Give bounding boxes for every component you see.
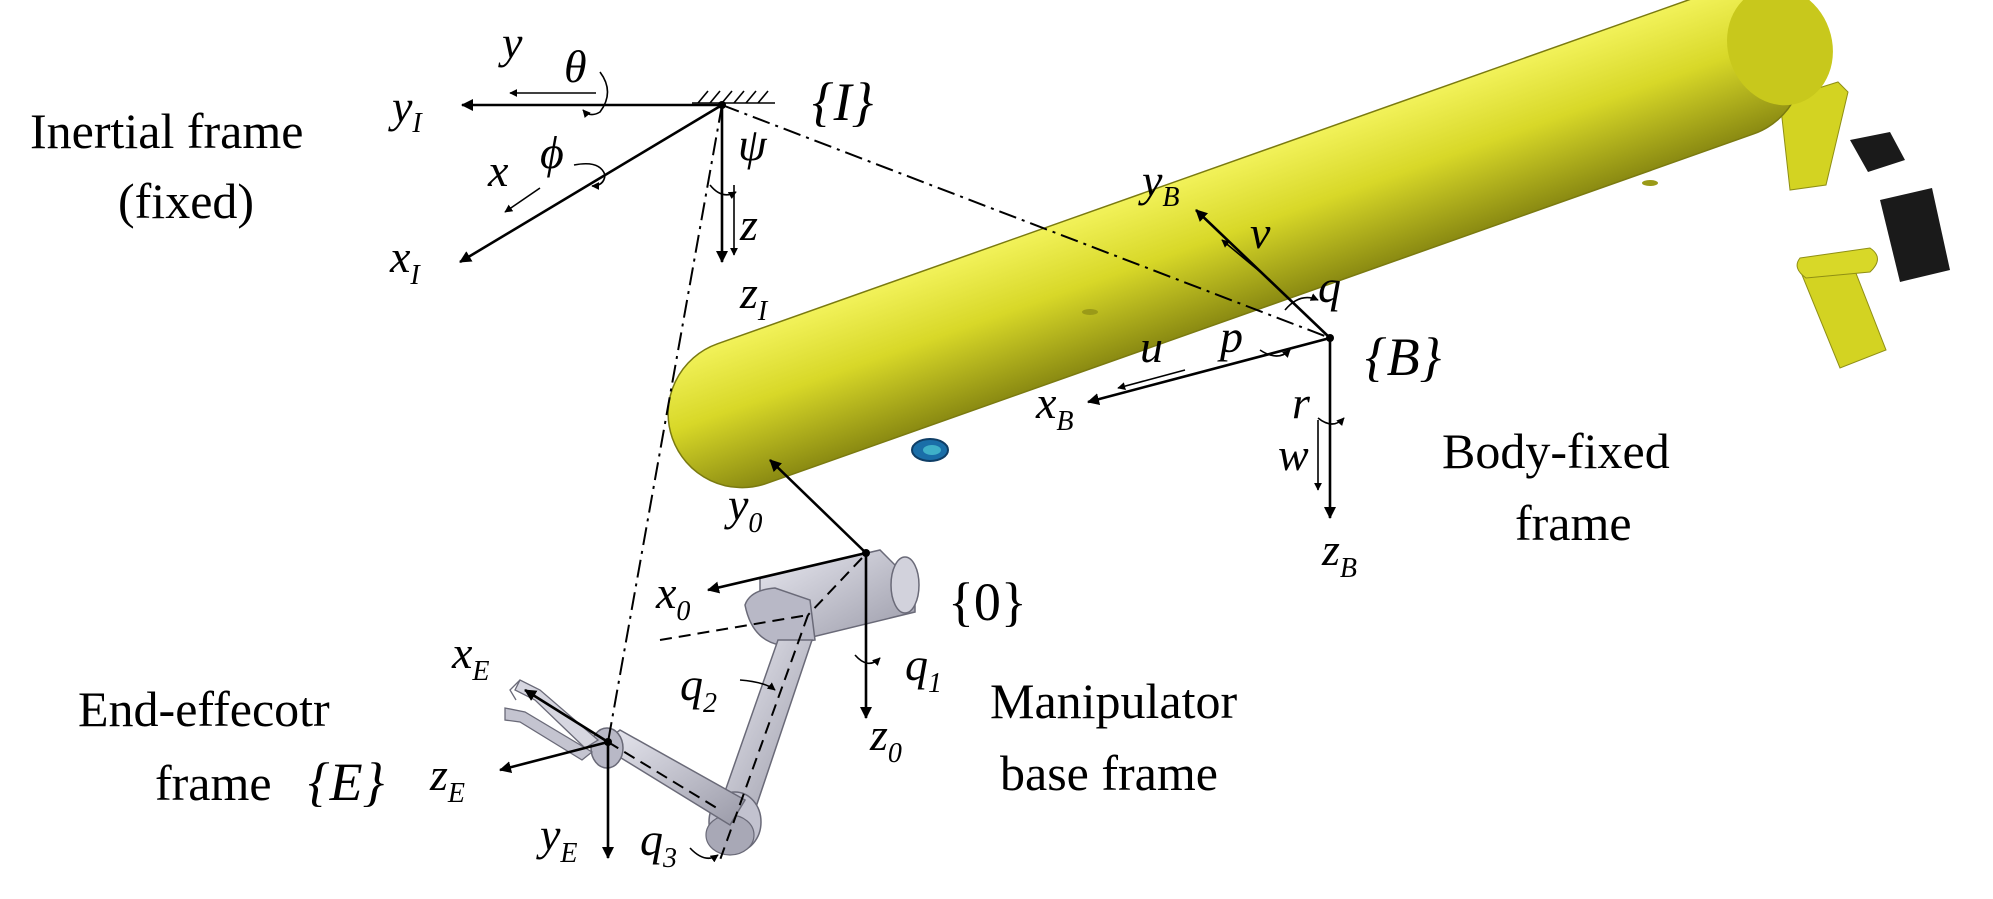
r-label: r — [1292, 377, 1311, 428]
w-label: w — [1278, 429, 1309, 480]
frame-inertial-label: {I} — [812, 72, 874, 132]
manip-caption-1: Manipulator — [990, 673, 1238, 729]
ee-caption-1: End-effecotr — [78, 681, 330, 737]
base-y-label: y0 — [724, 479, 762, 539]
small-x-label: x — [487, 145, 509, 196]
psi-label: ψ — [738, 119, 768, 170]
body-z-label: zB — [1321, 524, 1357, 584]
ee-y-label: yE — [536, 809, 578, 869]
theta-label: θ — [564, 41, 587, 92]
inertial-frame-axes — [459, 71, 775, 264]
ee-x-label: xE — [451, 627, 490, 687]
thruster-side — [1880, 188, 1950, 282]
inertial-x-label: xI — [389, 231, 421, 291]
body-frame-axes — [1087, 209, 1345, 519]
ee-z-label: zE — [429, 749, 465, 809]
body-x-label: xB — [1035, 377, 1074, 437]
small-z-label: z — [739, 199, 758, 250]
ee-caption-2: frame — [155, 755, 272, 811]
body-caption-1: Body-fixed — [1442, 423, 1670, 479]
base-frame-axes — [689, 459, 881, 863]
u-label: u — [1140, 321, 1163, 372]
inertial-z-label: zI — [739, 267, 769, 327]
auv-vehicle — [667, 0, 1950, 489]
inertial-y-label: yI — [388, 81, 423, 139]
base-x-label: x0 — [655, 567, 690, 627]
end-effector-frame-axes — [499, 688, 614, 859]
p-label: p — [1217, 311, 1243, 362]
position-vectors — [607, 104, 1331, 861]
manip-caption-2: base frame — [1000, 745, 1218, 801]
frame-base-label: {0} — [948, 572, 1027, 632]
q-label: q — [1318, 261, 1341, 312]
inertial-caption-2: (fixed) — [118, 173, 254, 229]
thruster-top — [1850, 132, 1905, 172]
small-y-label: y — [498, 17, 523, 68]
body-caption-2: frame — [1515, 495, 1632, 551]
inertial-caption-1: Inertial frame — [30, 103, 303, 159]
body-y-label: yB — [1138, 155, 1180, 213]
q2-label: q2 — [680, 659, 717, 719]
frame-body-label: {B} — [1365, 327, 1442, 387]
q3-label: q3 — [640, 814, 677, 874]
base-z-label: z0 — [869, 709, 902, 769]
phi-label: ϕ — [540, 127, 564, 178]
tail-fin-top — [1779, 81, 1849, 191]
frame-ee-label: {E} — [308, 752, 385, 812]
v-label: v — [1250, 207, 1271, 258]
q1-label: q1 — [905, 639, 942, 699]
